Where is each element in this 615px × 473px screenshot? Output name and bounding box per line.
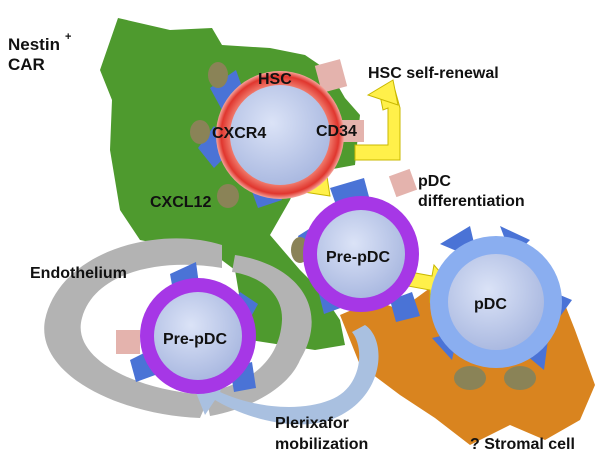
pre-pdc-center-core: [317, 210, 405, 298]
plerixafor-label-line1: Plerixafor: [275, 415, 349, 432]
car-label: CAR: [8, 55, 45, 74]
cxcr4-receptor: [390, 292, 420, 322]
cxcl12-ligand: [208, 62, 228, 88]
endothelium-label: Endothelium: [30, 265, 127, 282]
hsc-label: HSC: [258, 71, 292, 88]
stromal-cell-label: ? Stromal cell: [470, 436, 575, 453]
cd34-marker: [314, 59, 348, 93]
pdc-differentiation-label-line1: pDC: [418, 173, 451, 190]
cxcl12-ligand: [504, 366, 536, 390]
cxcl12-ligand: [190, 120, 210, 144]
mobilization-arrow: [195, 325, 379, 425]
pre-pdc-center-label: Pre-pDC: [326, 249, 390, 266]
cxcl12-ligand: [454, 366, 486, 390]
pdc-label: pDC: [474, 296, 507, 313]
pre-pdc-left-core: [154, 292, 242, 380]
nestin-label: Nestin: [8, 35, 60, 54]
self-renewal-arrow: [354, 89, 401, 161]
cd34-marker: [388, 168, 418, 198]
pdc-cell: [430, 226, 572, 390]
plerixafor-label-line2: mobilization: [275, 436, 368, 453]
cxcl12-ligand: [217, 184, 239, 208]
cd34-label: CD34: [316, 123, 357, 140]
cxcr4-label: CXCR4: [212, 125, 266, 142]
pre-pdc-left-cell: [116, 262, 258, 394]
self-renewal-arrowhead: [366, 79, 399, 106]
pre-pdc-left-label: Pre-pDC: [163, 331, 227, 348]
pdc-differentiation-label-line2: differentiation: [418, 193, 525, 210]
nestin-superscript: +: [65, 31, 71, 43]
endothelium-arc-left: [44, 238, 222, 418]
hsc-core: [230, 85, 330, 185]
hsc-self-renewal-label: HSC self-renewal: [368, 65, 499, 82]
cd34-marker: [116, 330, 140, 354]
hsc-cell: [190, 59, 364, 208]
cxcl12-label: CXCL12: [150, 194, 211, 211]
endothelium-arc-right: [205, 255, 312, 416]
cd34-marker: [340, 120, 364, 142]
pdc-core: [448, 254, 544, 350]
pre-pdc-center-cell: [291, 168, 420, 322]
